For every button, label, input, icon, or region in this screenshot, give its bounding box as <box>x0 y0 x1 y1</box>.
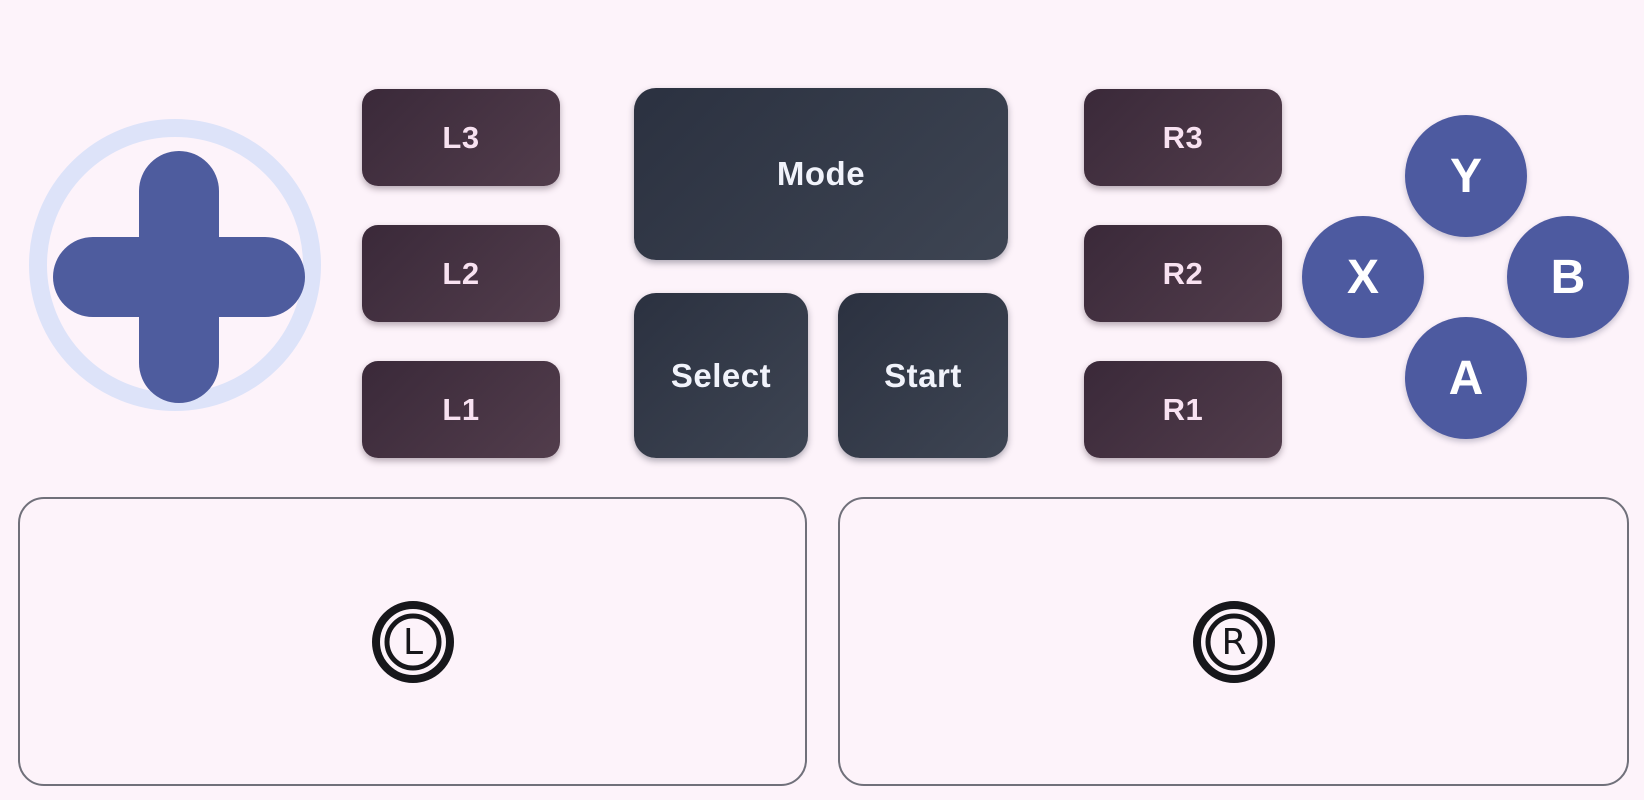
b-button[interactable]: B <box>1507 216 1629 338</box>
y-button[interactable]: Y <box>1405 115 1527 237</box>
r2-button[interactable]: R2 <box>1084 225 1282 322</box>
select-button[interactable]: Select <box>634 293 808 458</box>
l2-button[interactable]: L2 <box>362 225 560 322</box>
r3-button[interactable]: R3 <box>1084 89 1282 186</box>
x-button[interactable]: X <box>1302 216 1424 338</box>
dpad-horizontal-bar <box>53 237 305 317</box>
start-button[interactable]: Start <box>838 293 1008 458</box>
right-stick-zone[interactable]: R <box>838 497 1629 786</box>
circled-r-icon: R <box>1192 600 1275 683</box>
right-stick-letter: R <box>1221 622 1246 663</box>
r1-button[interactable]: R1 <box>1084 361 1282 458</box>
circled-l-icon: L <box>371 600 454 683</box>
dpad[interactable] <box>20 110 330 420</box>
l3-button[interactable]: L3 <box>362 89 560 186</box>
left-stick-letter: L <box>402 622 422 663</box>
mode-button[interactable]: Mode <box>634 88 1008 260</box>
dpad-cross-icon <box>20 110 330 420</box>
l1-button[interactable]: L1 <box>362 361 560 458</box>
a-button[interactable]: A <box>1405 317 1527 439</box>
left-stick-zone[interactable]: L <box>18 497 807 786</box>
